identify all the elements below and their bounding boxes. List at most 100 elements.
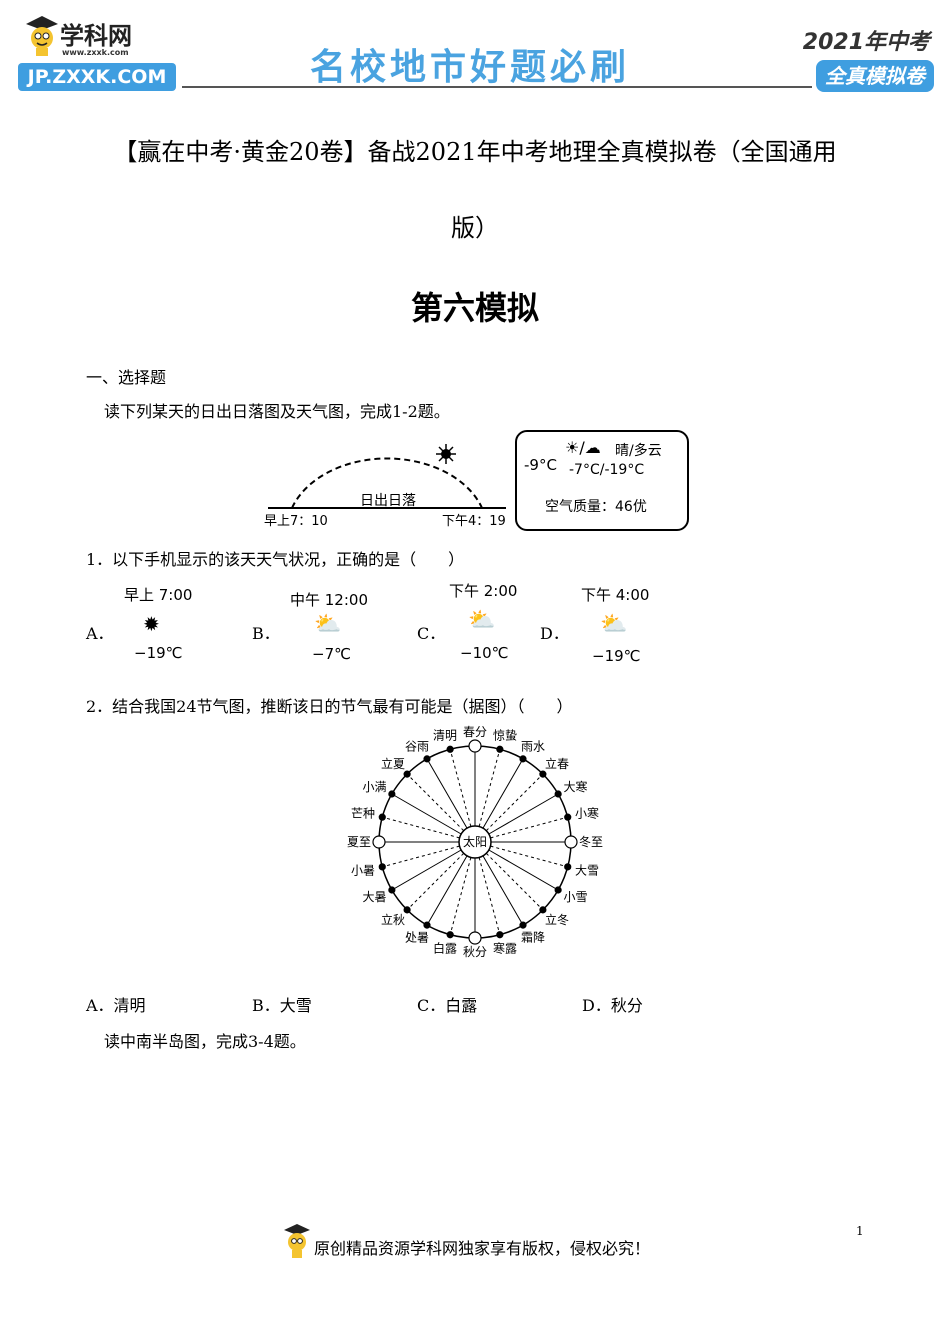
logo-url-small: www.zxxk.com: [62, 48, 129, 57]
term-label: 白露: [433, 940, 457, 955]
term-dot: [403, 906, 411, 914]
q2-option-b[interactable]: B．大雪: [252, 996, 312, 1015]
term-line: [488, 849, 559, 891]
logo-domain: JP.ZXXK.COM: [18, 63, 176, 91]
header-divider: [182, 86, 812, 88]
doc-title-line1: 【赢在中考·黄金20卷】备战2021年中考地理全真模拟卷（全国通用: [113, 138, 837, 166]
sun-center: [458, 825, 492, 859]
intro-1-2: 读下列某天的日出日落图及天气图，完成1-2题。: [104, 402, 450, 421]
term-dot: [446, 745, 454, 753]
option-b-time: 中午 12:00: [290, 591, 368, 609]
term-line: [485, 773, 544, 832]
cloud-sun-icon: ⛅: [468, 608, 496, 633]
mascot-logo-icon: [284, 1224, 310, 1258]
cloud-sun-icon: ⛅: [314, 612, 342, 637]
doc-subtitle: 第六模拟: [410, 289, 539, 327]
sunset-time: 下午4：19: [442, 514, 506, 529]
term-label: 春分: [463, 725, 487, 739]
term-dot: [468, 931, 482, 945]
term-label: 立秋: [381, 912, 405, 927]
q2-option-c[interactable]: C．白露: [417, 996, 478, 1015]
term-dot: [564, 813, 572, 821]
current-temp: -9°C: [524, 456, 557, 474]
question-2-stem: 2．结合我国24节气图，推断该日的节气最有可能是（据图）（ ）: [86, 697, 573, 716]
term-label: 秋分: [463, 945, 487, 959]
air-quality: 空气质量：46优: [545, 499, 647, 515]
sun-icon: ✹: [143, 612, 160, 636]
term-label: 惊蛰: [493, 728, 517, 743]
term-dot: [539, 906, 547, 914]
term-label: 小寒: [575, 806, 599, 821]
section-heading: 一、选择题: [86, 368, 167, 387]
term-label: 夏至: [347, 835, 371, 849]
term-label: 大寒: [563, 779, 587, 794]
term-label: 小满: [363, 780, 387, 794]
term-dot: [468, 739, 482, 753]
term-dot: [554, 886, 562, 894]
term-label: 寒露: [493, 940, 517, 955]
term-line: [382, 845, 460, 868]
term-line: [391, 849, 462, 891]
term-label: 小雪: [563, 890, 587, 904]
term-label: 立冬: [545, 912, 569, 927]
option-d-label[interactable]: D．: [540, 624, 569, 643]
term-dot: [378, 813, 386, 821]
term-label: 小暑: [351, 863, 375, 877]
term-dot: [554, 790, 562, 798]
q2-option-a[interactable]: A．清明: [86, 996, 146, 1015]
sun-icon: [436, 444, 456, 464]
term-dot: [388, 790, 396, 798]
sun-center-label: 太阳: [463, 834, 487, 849]
option-c-temp: −10℃: [460, 644, 509, 662]
logo-cn: 学科网: [60, 22, 132, 50]
term-line: [382, 816, 460, 839]
term-label: 处暑: [405, 930, 429, 944]
term-label: 大雪: [575, 863, 599, 877]
sunrise-time: 早上7：10: [264, 514, 328, 529]
question-1-stem: 1．以下手机显示的该天天气状况，正确的是（ ）: [86, 550, 465, 569]
mascot-logo-icon: [26, 16, 58, 56]
term-label: 冬至: [579, 834, 603, 849]
term-line: [426, 758, 468, 829]
option-c-time: 下午 2:00: [449, 582, 518, 600]
weather-icons: ☀/☁: [565, 438, 601, 457]
cloud-icon: ☁: [584, 438, 601, 457]
weather-condition: 晴/多云: [615, 443, 662, 459]
term-line: [490, 845, 568, 868]
option-b-label[interactable]: B．: [252, 624, 280, 643]
term-line: [478, 857, 501, 935]
term-line: [488, 793, 559, 835]
term-dot: [388, 886, 396, 894]
q2-option-d[interactable]: D．秋分: [582, 996, 643, 1015]
term-dot: [378, 863, 386, 871]
term-dot: [403, 770, 411, 778]
footer-copyright: 原创精品资源学科网独家享有版权，侵权必究！: [314, 1239, 651, 1258]
option-c-label[interactable]: C．: [417, 624, 446, 643]
term-line: [490, 816, 568, 839]
term-dot: [564, 835, 578, 849]
temp-range: -7°C/-19°C: [569, 462, 645, 478]
solar-terms-diagram: 春分惊蛰雨水立春大寒小寒冬至大雪小雪立冬霜降寒露秋分白露处暑立秋大暑小暑夏至芒种…: [347, 725, 603, 959]
weather-card: -9°C ☀/☁ 晴/多云 -7°C/-19°C 空气质量：46优: [515, 430, 689, 531]
term-dot: [539, 770, 547, 778]
option-d-time: 下午 4:00: [581, 586, 650, 604]
year-tag: 2021年中考: [802, 30, 930, 55]
term-line: [482, 758, 524, 829]
term-line: [482, 855, 524, 926]
header: 学科网 www.zxxk.com JP.ZXXK.COM 名校地市好题必刷 20…: [0, 0, 950, 100]
term-line: [449, 857, 472, 935]
term-label: 大暑: [363, 890, 387, 904]
exam-badge: 全真模拟卷: [816, 60, 934, 92]
term-line: [406, 773, 465, 832]
option-a-temp: −19℃: [134, 644, 183, 662]
cloud-sun-icon: ⛅: [600, 612, 628, 637]
option-a-label[interactable]: A．: [86, 624, 114, 643]
sun-icon: ☀: [565, 438, 580, 457]
term-label: 立夏: [381, 756, 405, 771]
intro-3-4: 读中南半岛图，完成3-4题。: [104, 1032, 306, 1051]
term-label: 芒种: [351, 806, 375, 821]
term-dot: [519, 755, 527, 763]
banner-title: 名校地市好题必刷: [310, 47, 631, 88]
term-label: 雨水: [521, 740, 545, 754]
term-line: [485, 852, 544, 911]
